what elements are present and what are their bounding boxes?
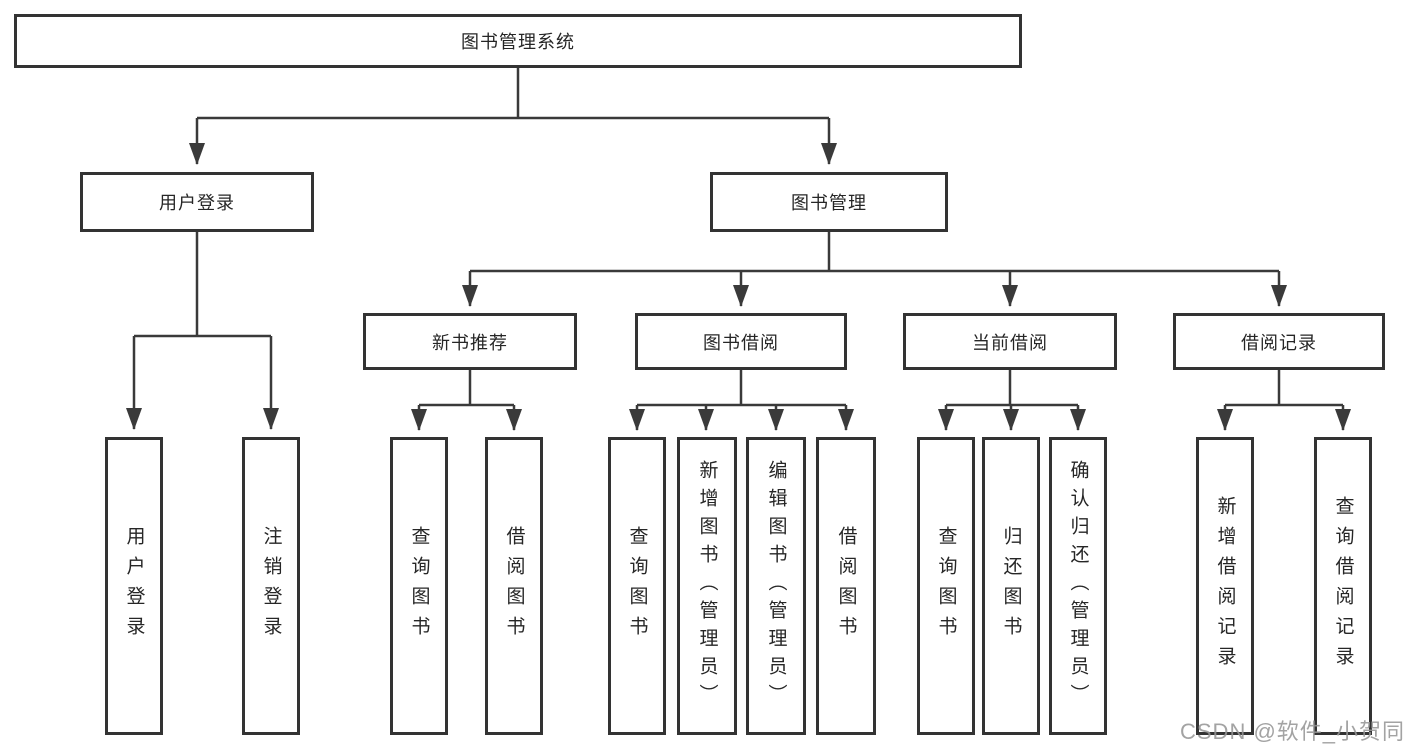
leaf-borrow-book: 借阅图书: [816, 437, 876, 735]
leaf-return-book: 归还图书: [982, 437, 1040, 735]
node-current-borrow: 当前借阅: [903, 313, 1117, 370]
leaf-query-book-recommend: 查询图书: [390, 437, 448, 735]
node-borrow-records: 借阅记录: [1173, 313, 1385, 370]
csdn-watermark: CSDN @软件_小贺同学: [1180, 719, 1405, 744]
leaf-query-book-borrow: 查询图书: [608, 437, 666, 735]
leaf-add-borrow-record: 新增借阅记录: [1196, 437, 1254, 735]
node-library-management-system: 图书管理系统: [14, 14, 1022, 68]
node-user-login: 用户登录: [80, 172, 314, 232]
node-book-borrow: 图书借阅: [635, 313, 847, 370]
node-book-management: 图书管理: [710, 172, 948, 232]
leaf-add-book-admin: 新增图书（管理员）: [677, 437, 737, 735]
leaf-query-borrow-record: 查询借阅记录: [1314, 437, 1372, 735]
leaf-query-book-current: 查询图书: [917, 437, 975, 735]
leaf-user-login: 用户登录: [105, 437, 163, 735]
leaf-confirm-return-admin: 确认归还（管理员）: [1049, 437, 1107, 735]
leaf-logout-login: 注销登录: [242, 437, 300, 735]
node-new-book-recommend: 新书推荐: [363, 313, 577, 370]
leaf-borrow-book-recommend: 借阅图书: [485, 437, 543, 735]
leaf-edit-book-admin: 编辑图书（管理员）: [746, 437, 806, 735]
